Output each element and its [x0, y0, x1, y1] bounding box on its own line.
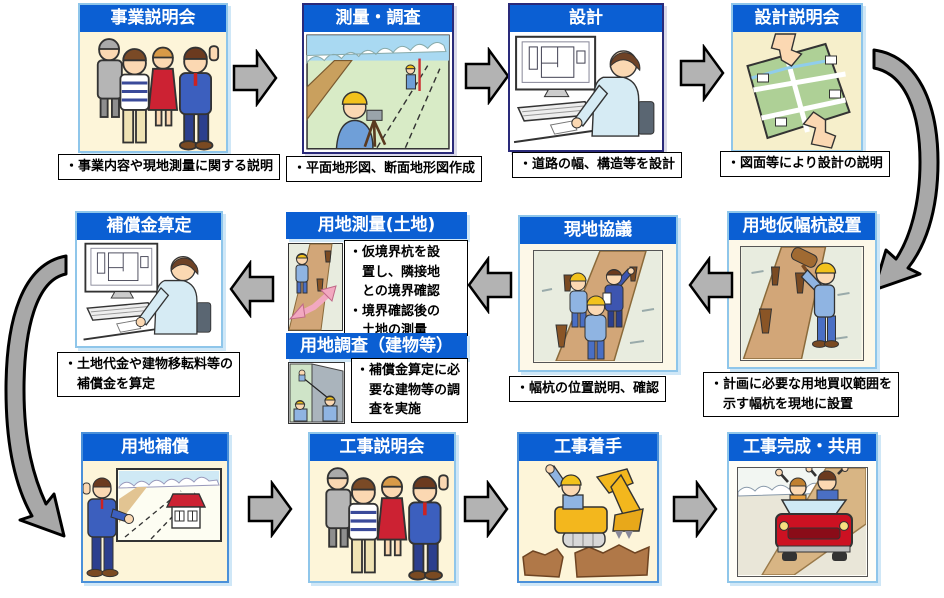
stage-caption: ・道路の幅、構造等を設計 [512, 152, 683, 178]
briefing-audience-icon [325, 467, 449, 581]
stage-title: 工事完成・共用 [729, 434, 876, 461]
stage-body [520, 244, 676, 370]
stage-construction-start: 工事着手 [517, 432, 659, 583]
stage-image [288, 243, 343, 331]
stage-business-briefing: 事業説明会 [78, 3, 228, 153]
stage-caption: ・図面等により設計の説明 [720, 151, 890, 177]
stage-construction-briefing: 工事説明会 [308, 432, 456, 583]
stage-body [83, 461, 227, 581]
completed-road-icon [738, 468, 866, 575]
stage-design: 設計 [508, 3, 664, 152]
stage-caption: ・土地代金や建物移転料等の 補償金を算定 [57, 352, 241, 397]
stage-image [288, 362, 345, 424]
right-arrow-icon [679, 44, 725, 102]
stage-title: 用地調査（建物等） [286, 333, 467, 359]
stage-title: 設計 [510, 5, 662, 32]
right-arrow-icon [232, 49, 278, 107]
stage-stake-setting: 用地仮幅杭設置 [727, 211, 877, 369]
land-survey-icon [288, 243, 343, 331]
field-survey-icon [306, 34, 450, 150]
right-arrow-icon [464, 47, 510, 105]
stage-body [510, 32, 662, 150]
stage-caption: ・幅杭の位置説明、確認 [509, 376, 667, 402]
curved-arrow-down-left-icon [866, 40, 944, 294]
right-arrow-icon [672, 480, 718, 538]
stage-body [80, 32, 226, 151]
right-arrow-icon [463, 480, 509, 538]
stage-body [729, 240, 875, 367]
stage-title: 事業説明会 [80, 5, 226, 32]
right-arrow-icon [247, 480, 293, 538]
stage-title: 設計説明会 [733, 5, 861, 32]
left-arrow-icon [688, 256, 734, 314]
cad-design-icon [513, 35, 655, 144]
stage-body [310, 461, 454, 581]
compensation-calc-icon [83, 242, 212, 341]
building-survey-icon [288, 362, 345, 424]
curved-arrow-down-right-icon [2, 248, 74, 548]
stage-body [77, 240, 221, 346]
stage-notes: ・補償金算定に必 要な建物等の調 査を実施 [351, 358, 468, 423]
stage-title: 工事着手 [519, 434, 657, 461]
stage-title: 工事説明会 [310, 434, 454, 461]
stage-caption: ・計画に必要な用地買収範囲を 示す幅杭を現地に設置 [703, 372, 900, 417]
map-explanation-icon [746, 33, 851, 149]
stage-building-survey: 用地調査（建物等） ・補償金算定に必 要な建物等の調 査を実施 [286, 333, 468, 429]
stage-site-consultation: 現地協議 [518, 215, 678, 372]
stage-title: 現地協議 [520, 217, 676, 244]
site-discussion-icon [534, 251, 661, 361]
stage-compensation-calc: 補償金算定 [75, 211, 223, 348]
briefing-audience-icon [96, 38, 220, 151]
stake-driving-icon [741, 247, 862, 359]
stage-body [304, 32, 452, 152]
stage-title: 用地補償 [83, 434, 227, 461]
stage-body [729, 461, 876, 581]
stage-land-survey: 用地測量(土地) ・仮境界杭を設 置し、隣接地 との境界確認 ・境界確認後の 土… [286, 212, 468, 344]
stage-caption: ・平面地形図、断面地形図作成 [286, 156, 483, 182]
stage-body [519, 461, 657, 581]
stage-title: 用地仮幅杭設置 [729, 213, 875, 240]
left-arrow-icon [229, 260, 275, 318]
stage-title: 補償金算定 [77, 213, 221, 240]
stage-caption: ・事業内容や現地測量に関する説明 [58, 154, 281, 180]
compensation-presentation-icon [83, 468, 222, 578]
excavator-icon [522, 464, 650, 578]
stage-title: 用地測量(土地) [286, 212, 467, 239]
stage-title: 測量・調査 [304, 5, 452, 32]
stage-notes: ・仮境界杭を設 置し、隣接地 との境界確認 ・境界確認後の 土地の測量 [344, 240, 468, 344]
left-arrow-icon [467, 256, 513, 314]
stage-land-compensation: 用地補償 [81, 432, 229, 583]
stage-survey: 測量・調査 [302, 3, 454, 154]
stage-body [733, 32, 861, 150]
stage-construction-completion: 工事完成・共用 [727, 432, 878, 583]
stage-design-briefing: 設計説明会 [731, 3, 863, 152]
